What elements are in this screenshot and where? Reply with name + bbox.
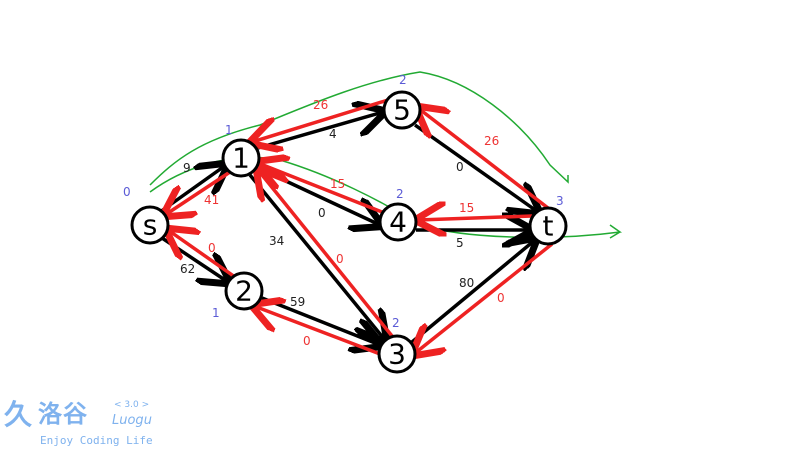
logo-tagline: Enjoy Coding Life (40, 434, 153, 447)
node-1: 1 (221, 138, 261, 178)
logo-version: < 3.0 > (114, 400, 150, 410)
label-s-1: 9 (183, 161, 191, 175)
label-3-2: 0 (303, 334, 311, 348)
level-3: 2 (392, 316, 400, 330)
edge-3-2 (254, 306, 381, 356)
edge-1-3 (248, 173, 385, 340)
logo-name: Luogu (112, 413, 152, 428)
svg-text:s: s (143, 209, 158, 242)
label-4-1: 15 (330, 177, 345, 191)
level-4: 2 (396, 187, 404, 201)
edge-4-1 (258, 163, 383, 214)
label-5-t: 0 (456, 160, 464, 174)
label-3-1: 0 (336, 252, 344, 266)
luogu-logo: 久 洛谷 < 3.0 > Luogu Enjoy Coding Life (4, 398, 164, 448)
augmenting-path-upper (149, 71, 569, 186)
svg-text:1: 1 (232, 142, 250, 175)
edge-t-3 (414, 242, 554, 354)
edge-2-s (168, 230, 237, 279)
luogu-mark-icon: 久 (4, 398, 33, 431)
edge-5-t (413, 123, 538, 212)
node-s: s (130, 205, 170, 245)
edge-t-4 (418, 216, 533, 220)
label-4-t: 5 (456, 236, 464, 250)
level-s: 0 (123, 185, 131, 199)
svg-text:t: t (543, 210, 554, 243)
level-t: 3 (556, 194, 564, 208)
label-2-s: 0 (208, 241, 216, 255)
edge-2-3 (261, 296, 380, 345)
svg-text:3: 3 (388, 338, 406, 371)
edge-t-5 (418, 108, 550, 210)
logo-chinese-name: 洛谷 (38, 400, 88, 428)
level-5: 2 (399, 73, 407, 87)
node-5: 5 (382, 90, 422, 130)
node-4: 4 (378, 202, 418, 242)
label-t-4: 15 (459, 201, 474, 215)
edge-3-1 (258, 170, 394, 338)
svg-text:2: 2 (235, 275, 253, 308)
label-1-3: 34 (269, 234, 284, 248)
label-t-5: 26 (484, 134, 499, 148)
label-2-3: 59 (290, 295, 305, 309)
node-2: 2 (224, 271, 264, 311)
label-1-4: 0 (318, 206, 326, 220)
level-1: 1 (225, 123, 233, 137)
label-t-3: 0 (497, 291, 505, 305)
svg-text:4: 4 (389, 206, 407, 239)
label-s-2: 62 (180, 262, 195, 276)
label-1-s: 41 (204, 193, 219, 207)
edge-5-1 (252, 98, 389, 142)
label-1-5: 4 (329, 127, 337, 141)
svg-text:5: 5 (393, 94, 411, 127)
level-2: 1 (212, 306, 220, 320)
edge-3-t (410, 240, 535, 344)
node-t: t (528, 206, 568, 246)
label-5-1: 26 (313, 98, 328, 112)
node-3: 3 (377, 334, 417, 374)
edge-1-s (165, 170, 231, 215)
label-3-t: 80 (459, 276, 474, 290)
